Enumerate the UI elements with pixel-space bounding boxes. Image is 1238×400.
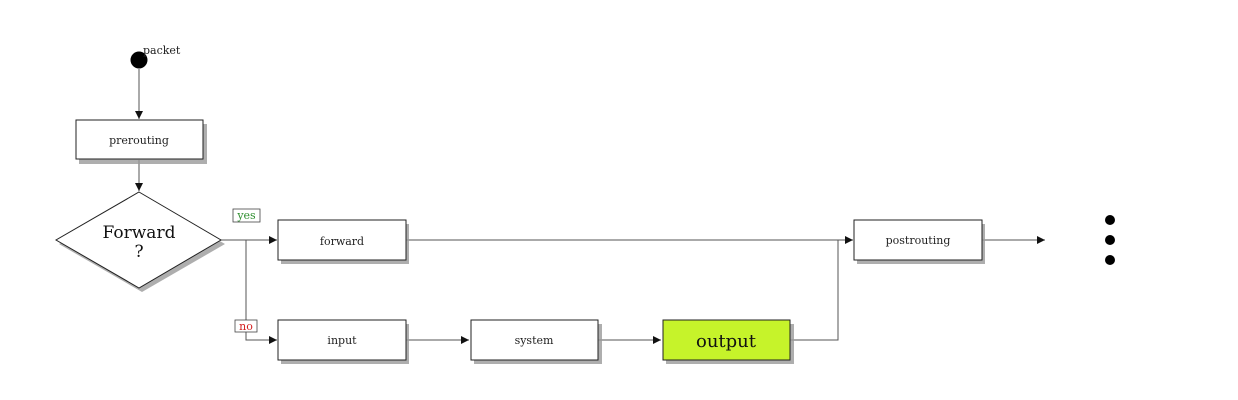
decision-label-line2: ? [134, 242, 143, 262]
input-label: input [327, 334, 357, 347]
edge-decision-input [245, 240, 277, 344]
no-label-text: no [239, 320, 253, 333]
edge-label-yes: yes [232, 208, 261, 223]
node-input: input [277, 319, 409, 364]
edge-label-no: no [234, 319, 258, 333]
decision-label-line1: Forward [103, 223, 176, 243]
system-label: system [515, 334, 554, 347]
forward-label: forward [320, 235, 364, 248]
node-prerouting: prerouting [75, 119, 207, 164]
node-output: output [662, 319, 794, 364]
postrouting-label: postrouting [886, 234, 951, 247]
output-label: output [696, 331, 757, 352]
node-postrouting: postrouting [853, 219, 985, 264]
prerouting-label: prerouting [109, 134, 169, 147]
continuation-ellipsis-icon [1105, 215, 1115, 265]
node-forward: forward [277, 219, 409, 264]
node-decision: Forward ? [55, 191, 225, 292]
start-node [130, 51, 148, 69]
edge-output-postrouting [790, 240, 839, 341]
yes-label-text: yes [236, 209, 256, 222]
node-system: system [470, 319, 602, 364]
start-label: packet [143, 44, 181, 57]
